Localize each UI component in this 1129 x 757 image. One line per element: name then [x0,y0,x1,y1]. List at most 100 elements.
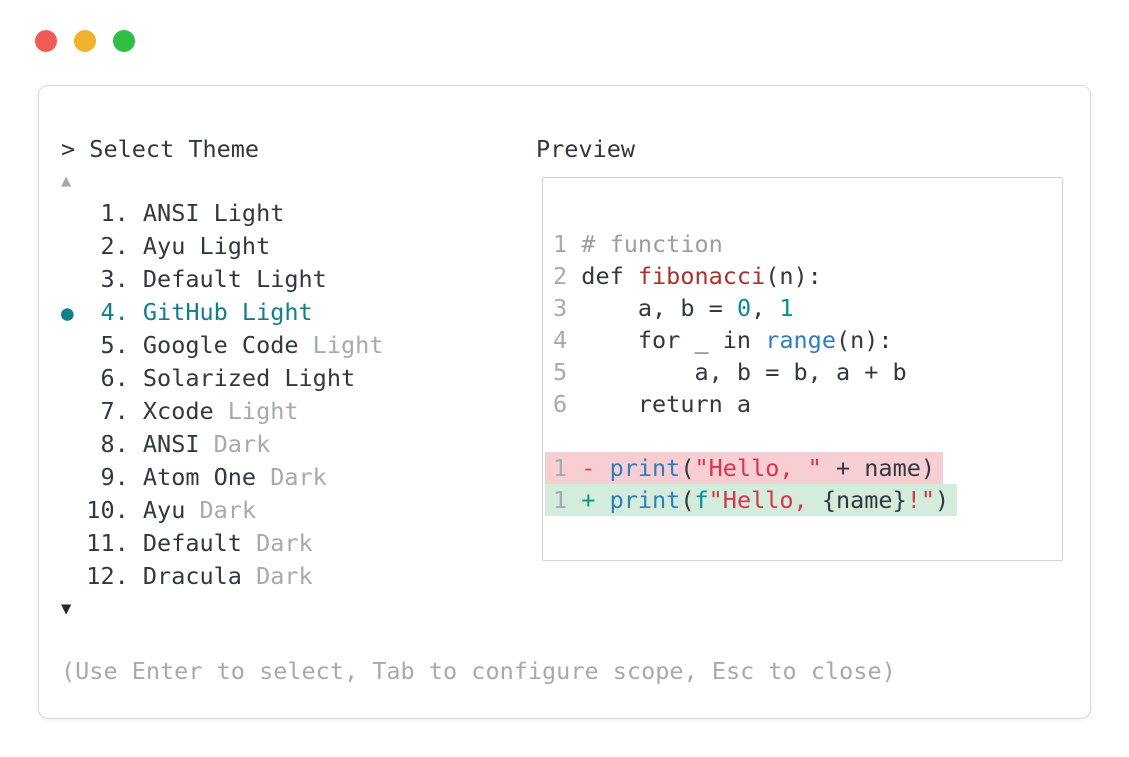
token-plain: (n): [765,262,822,290]
token-plain: (n): [835,326,893,354]
theme-option-variant: Dark [256,463,327,491]
theme-option-variant: Dark [199,430,271,458]
theme-option-number: 9. [86,463,129,491]
token-plain: , [751,294,780,322]
close-button-icon[interactable] [35,30,57,52]
theme-option-ansi[interactable]: 8. ANSI Dark [61,428,536,461]
token-title: fibonacci [637,262,766,290]
token-builtin: print [609,454,681,482]
select-theme-prompt: > Select Theme [61,135,260,163]
marker-spacer [61,400,86,424]
theme-option-name: Ayu [128,496,186,524]
line-number: 5 [553,358,582,386]
theme-list: 1. ANSI Light 2. Ayu Light 3. Default Li… [61,197,536,593]
marker-spacer [61,268,86,292]
code-line: 4 for _ in range(n): [545,324,901,356]
theme-picker-window: > Select Theme ▲ 1. ANSI Light 2. Ayu Li… [38,85,1091,719]
marker-spacer [61,202,86,226]
theme-option-variant: Dark [185,496,257,524]
theme-option-name: ANSI [128,430,200,458]
theme-option-solarized-light[interactable]: 6. Solarized Light [61,362,536,395]
token-plain: ( [680,486,695,514]
maximize-button-icon[interactable] [113,30,135,52]
theme-option-xcode[interactable]: 7. Xcode Light [61,395,536,428]
marker-spacer [61,565,86,589]
theme-option-ayu[interactable]: 10. Ayu Dark [61,494,536,527]
theme-option-number: 12. [86,562,129,590]
scroll-down-icon[interactable]: ▼ [61,599,72,619]
diff-line-minus: 1 - print("Hello, " + name) [545,452,944,484]
line-number: 1 [553,486,582,514]
line-number: 1 [553,230,582,258]
token-builtin: range [765,326,836,354]
theme-option-default-light[interactable]: 3. Default Light [61,263,536,296]
token-builtin: print [609,486,681,514]
theme-option-number: 3. [86,265,129,293]
theme-option-name: Default [128,529,242,557]
token-plain: a, b = b, a + b [581,358,907,386]
line-number: 1 [553,454,582,482]
selected-bullet-icon: ● [61,301,87,325]
theme-option-number: 1. [86,199,129,227]
theme-option-name: ANSI Light [128,199,285,227]
keyboard-hints: (Use Enter to select, Tab to configure s… [61,657,896,685]
token-plain: return a [581,390,752,418]
marker-spacer [61,532,86,556]
theme-option-name: Atom One [128,463,257,491]
token-plain: ) [935,486,950,514]
token-minus: - [581,454,610,482]
theme-option-name: GitHub Light [128,298,313,326]
theme-option-number: 10. [86,496,129,524]
theme-option-google-code[interactable]: 5. Google Code Light [61,329,536,362]
token-plain: ( [680,454,695,482]
token-number: 1 [779,294,794,322]
marker-spacer [61,499,86,523]
theme-option-ansi-light[interactable]: 1. ANSI Light [61,197,536,230]
scroll-up-icon[interactable]: ▲ [61,171,72,191]
token-string: "Hello, [708,486,822,514]
line-number: 2 [553,262,582,290]
theme-option-name: Default Light [128,265,327,293]
theme-option-number: 6. [86,364,129,392]
theme-option-atom-one[interactable]: 9. Atom One Dark [61,461,536,494]
theme-option-name: Xcode [128,397,214,425]
theme-option-number: 11. [86,529,129,557]
token-plain: def [581,262,638,290]
theme-option-ayu-light[interactable]: 2. Ayu Light [61,230,536,263]
marker-spacer [61,466,86,490]
theme-option-name: Dracula [128,562,242,590]
window-controls [35,30,135,52]
minimize-button-icon[interactable] [74,30,96,52]
token-number: 0 [736,294,752,322]
theme-option-default[interactable]: 11. Default Dark [61,527,536,560]
token-plain: + name) [821,454,936,482]
theme-option-number: 8. [86,430,129,458]
theme-option-name: Ayu Light [128,232,271,260]
code-line: 2 def fibonacci(n): [545,260,830,292]
diff-line-plus: 1 + print(f"Hello, {name}!") [545,484,958,516]
token-string: "Hello, " [694,454,822,482]
marker-spacer [61,433,86,457]
token-plain: {name} [821,486,907,514]
token-plain: for _ in [581,326,766,354]
theme-option-variant: Light [213,397,299,425]
theme-option-number: 5. [86,331,129,359]
marker-spacer [61,367,86,391]
theme-option-github-light[interactable]: ● 4. GitHub Light [61,296,536,329]
theme-option-variant: Light [298,331,384,359]
line-number: 4 [553,326,582,354]
theme-option-name: Google Code [128,331,299,359]
theme-option-number: 7. [86,397,129,425]
token-number: f [694,486,709,514]
theme-option-number: 4. [86,298,129,326]
marker-spacer [61,334,86,358]
line-number: 3 [553,294,582,322]
token-string: !" [906,486,936,514]
blank-line [545,420,575,452]
theme-option-dracula[interactable]: 12. Dracula Dark [61,560,536,593]
theme-option-variant: Dark [241,529,313,557]
token-plain: a, b = [581,294,737,322]
code-line: 1 # function [545,228,731,260]
